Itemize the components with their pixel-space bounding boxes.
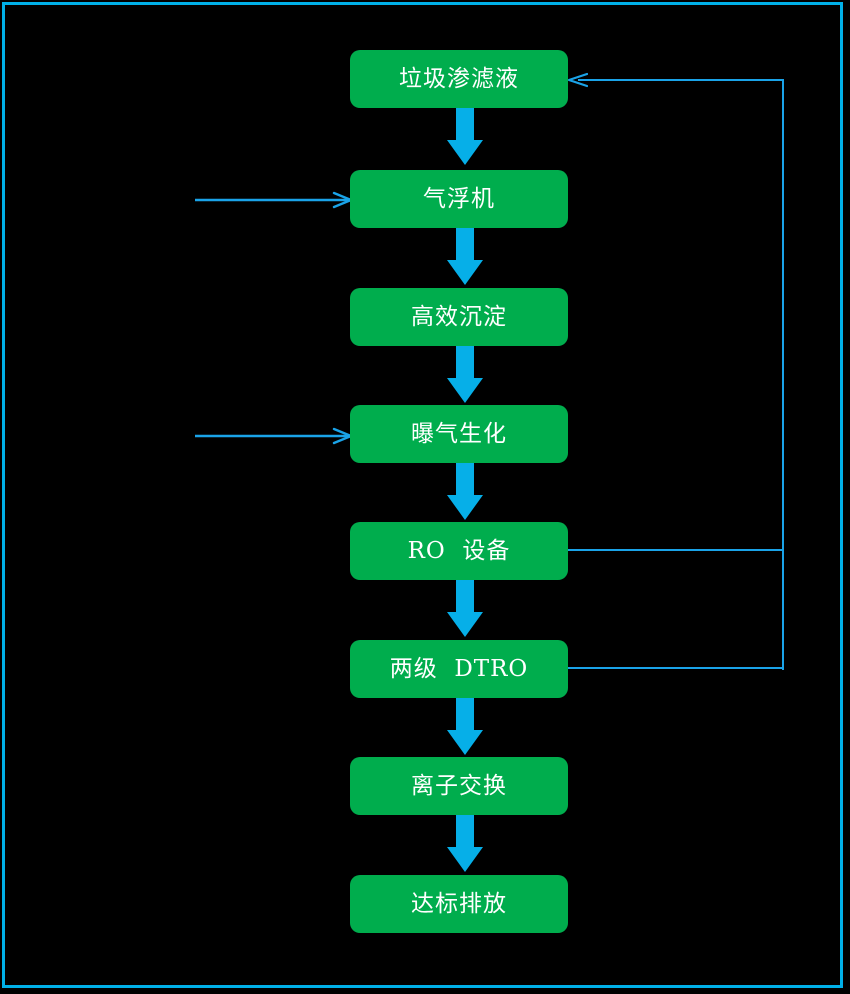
- process-node-label: 气浮机: [423, 185, 495, 212]
- recycle-return-arrowhead: [566, 71, 588, 89]
- flow-arrow-down-2: [446, 228, 484, 286]
- process-node-discharge[interactable]: 达标排放: [350, 875, 568, 933]
- flow-arrow-down-7: [446, 815, 484, 873]
- process-node-sedimentation[interactable]: 高效沉淀: [350, 288, 568, 346]
- process-node-dtro[interactable]: 两级 DTRO: [350, 640, 568, 698]
- flow-arrow-down-5: [446, 580, 484, 638]
- feed-arrow-aeration: [195, 427, 353, 445]
- process-node-label: 两级 DTRO: [389, 655, 529, 682]
- process-node-leachate[interactable]: 垃圾渗滤液: [350, 50, 568, 108]
- process-node-ion-exchange[interactable]: 离子交换: [350, 757, 568, 815]
- recycle-riser-line: [782, 80, 784, 670]
- flow-arrow-down-3: [446, 346, 484, 404]
- flow-arrow-down-4: [446, 463, 484, 521]
- process-node-label: 高效沉淀: [411, 303, 507, 330]
- feed-arrow-flotation: [195, 191, 353, 209]
- recycle-return-line: [578, 79, 784, 81]
- recycle-branch-dtro-line: [566, 667, 784, 669]
- process-node-label: 达标排放: [411, 890, 507, 917]
- recycle-branch-ro-line: [566, 549, 784, 551]
- process-node-aeration[interactable]: 曝气生化: [350, 405, 568, 463]
- flow-arrow-down-1: [446, 108, 484, 166]
- process-node-label: 离子交换: [411, 772, 507, 799]
- process-node-label: 垃圾渗滤液: [399, 65, 519, 92]
- process-node-label: RO 设备: [407, 537, 511, 564]
- flow-arrow-down-6: [446, 698, 484, 756]
- process-node-label: 曝气生化: [411, 420, 507, 447]
- process-node-flotation[interactable]: 气浮机: [350, 170, 568, 228]
- process-node-ro[interactable]: RO 设备: [350, 522, 568, 580]
